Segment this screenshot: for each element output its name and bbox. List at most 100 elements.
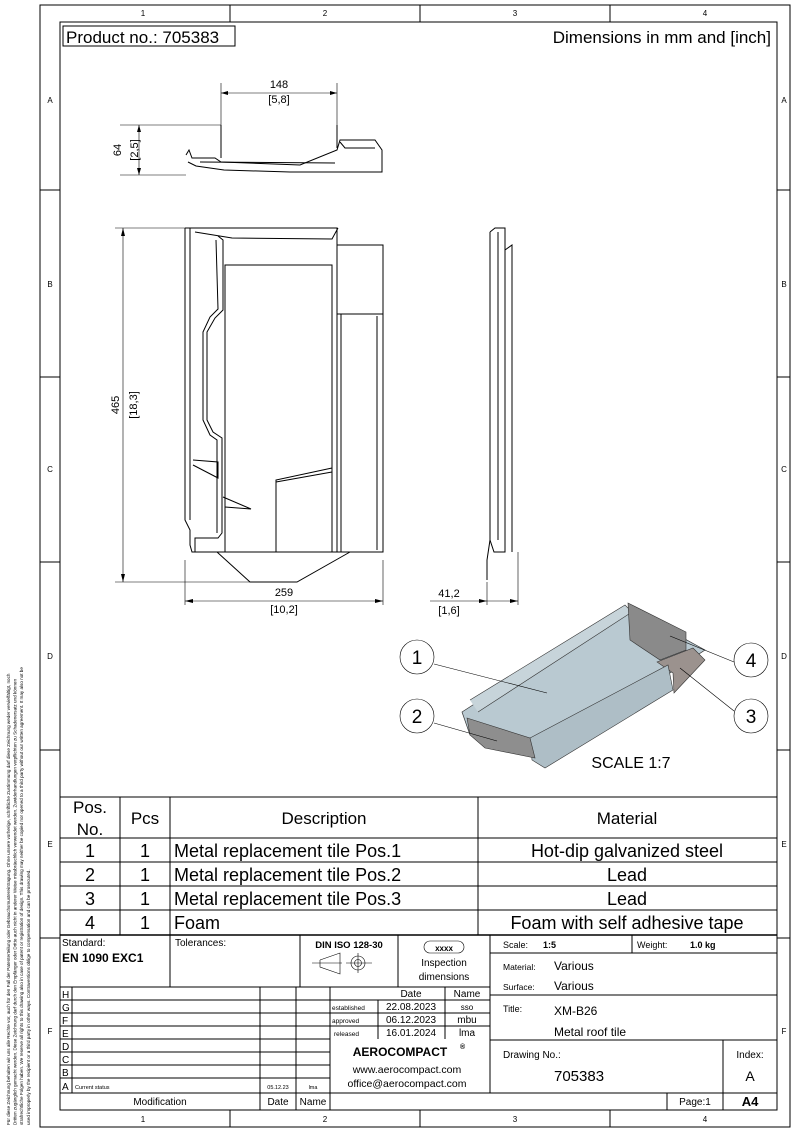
cell-material: Lead <box>607 889 647 909</box>
cell-description: Metal replacement tile Pos.2 <box>174 865 401 885</box>
table-row: 2 1 Metal replacement tile Pos.2 Lead <box>85 865 647 885</box>
revision-letter: A <box>62 1082 69 1093</box>
revision-letter: E <box>62 1029 69 1040</box>
cell-pos: 1 <box>85 841 95 861</box>
table-row: 3 1 Metal replacement tile Pos.3 Lead <box>85 889 647 909</box>
approval-date-header: Date <box>400 989 422 1000</box>
approval-role: approved <box>332 1018 359 1025</box>
approval-row: established 22.08.2023 sso <box>332 1002 474 1013</box>
inspection-line1: Inspection <box>421 958 467 969</box>
sheet-format: A4 <box>742 1094 759 1109</box>
company-website[interactable]: www.aerocompact.com <box>352 1064 462 1076</box>
dim-width-inch: [10,2] <box>270 604 298 616</box>
header-pcs: Pcs <box>131 809 159 828</box>
zone-col-1-bottom: 1 <box>141 1115 146 1124</box>
surface-value: Various <box>554 979 594 993</box>
index-label: Index: <box>736 1050 763 1061</box>
revision-a-date: 05.12.23 <box>267 1085 288 1091</box>
company-email[interactable]: office@aerocompact.com <box>347 1078 466 1090</box>
zone-row-c: C <box>47 465 53 474</box>
standard-label: Standard: <box>62 938 105 949</box>
approval-date: 16.01.2024 <box>386 1028 436 1039</box>
dim-depth: 41,2 <box>438 588 459 600</box>
approval-role: established <box>332 1005 365 1012</box>
zone-col-2: 2 <box>323 9 328 18</box>
part-4-foam <box>627 602 687 661</box>
modification-label: Modification <box>133 1097 186 1108</box>
approval-name: lma <box>459 1028 476 1039</box>
dim-top-width-inch: [5,8] <box>268 94 289 106</box>
revision-letters: H G F E D C B A <box>62 990 70 1093</box>
approval-row: approved 06.12.2023 mbu <box>332 1015 477 1026</box>
dim-height-inch: [18,3] <box>128 391 140 419</box>
material-label: Material: <box>503 962 536 972</box>
cell-pos: 3 <box>85 889 95 909</box>
zone-col-4: 4 <box>703 9 708 18</box>
dim-top-height: 64 <box>112 144 124 156</box>
revision-a-name: lma <box>309 1085 319 1091</box>
modification-name-label: Name <box>300 1097 327 1108</box>
top-view: 148 [5,8] 64 [2,5] <box>112 79 383 176</box>
balloon-label: 1 <box>412 648 423 669</box>
cell-description: Foam <box>174 913 220 933</box>
balloon-label: 3 <box>746 707 757 728</box>
zone-col-3: 3 <box>513 9 518 18</box>
zone-col-4-bottom: 4 <box>703 1115 708 1124</box>
approval-name-header: Name <box>454 989 481 1000</box>
revision-letter: D <box>62 1042 69 1053</box>
zone-row-f-right: F <box>782 1027 787 1036</box>
part-2-lead <box>466 717 536 759</box>
copyright-line: used improperly by the recipient or a th… <box>26 869 31 1125</box>
revision-letter: B <box>62 1068 69 1079</box>
balloon-4: 4 <box>733 642 769 678</box>
revision-letter: C <box>62 1055 69 1066</box>
zone-row-d: D <box>47 652 53 661</box>
side-view: 41,2 [1,6] <box>430 227 519 617</box>
page-number: Page:1 <box>679 1097 711 1108</box>
zone-row-f: F <box>48 1027 53 1036</box>
part-3-lead <box>656 647 706 694</box>
table-row: 1 1 Metal replacement tile Pos.1 Hot-dip… <box>85 841 723 861</box>
balloon-label: 2 <box>412 707 423 728</box>
dim-width: 259 <box>275 587 293 599</box>
revision-letter: G <box>62 1003 70 1014</box>
surface-label: Surface: <box>503 982 535 992</box>
dim-height: 465 <box>110 396 122 414</box>
copyright-notice: Für diese Zeichnung behalten wir uns all… <box>6 667 31 1125</box>
balloon-1: 1 <box>399 639 435 675</box>
header-material: Material <box>597 809 657 828</box>
title-line1: XM-B26 <box>554 1004 598 1018</box>
zone-col-3-bottom: 3 <box>513 1115 518 1124</box>
cell-description: Metal replacement tile Pos.3 <box>174 889 401 909</box>
front-view: 465 [18,3] 259 [10,2] <box>110 227 384 616</box>
title-label: Title: <box>503 1004 522 1014</box>
zone-row-b: B <box>47 280 52 289</box>
parts-table: Pos. No. Pcs Description Material 1 1 Me… <box>60 796 777 936</box>
approval-date: 22.08.2023 <box>386 1002 436 1013</box>
header-pos: Pos. <box>73 798 107 817</box>
title-block: Standard: EN 1090 EXC1 Tolerances: DIN I… <box>60 935 777 1110</box>
inspection-badge <box>423 940 465 954</box>
cell-material: Lead <box>607 865 647 885</box>
zone-row-d-right: D <box>781 652 787 661</box>
index-value: A <box>745 1068 755 1084</box>
revision-letter: F <box>62 1016 68 1027</box>
zone-row-b-right: B <box>781 280 786 289</box>
modification-date-label: Date <box>267 1097 289 1108</box>
header-pos-no: No. <box>77 820 103 839</box>
cell-pcs: 1 <box>140 841 150 861</box>
title-line2: Metal roof tile <box>554 1025 626 1039</box>
zone-row-e-right: E <box>781 840 786 849</box>
inner-frame <box>59 21 778 1111</box>
dimensions-note: Dimensions in mm and [inch] <box>553 28 771 47</box>
approval-role: released <box>334 1031 359 1038</box>
approval-name: mbu <box>457 1015 476 1026</box>
standard-value: EN 1090 EXC1 <box>62 951 144 965</box>
balloon-2: 2 <box>399 698 435 734</box>
dim-top-width: 148 <box>270 79 288 91</box>
registered-mark: ® <box>460 1043 466 1051</box>
approval-name: sso <box>461 1003 474 1012</box>
table-row: 4 1 Foam Foam with self adhesive tape <box>85 913 744 933</box>
dim-top-height-inch: [2,5] <box>129 139 141 160</box>
balloon-label: 4 <box>746 651 757 672</box>
